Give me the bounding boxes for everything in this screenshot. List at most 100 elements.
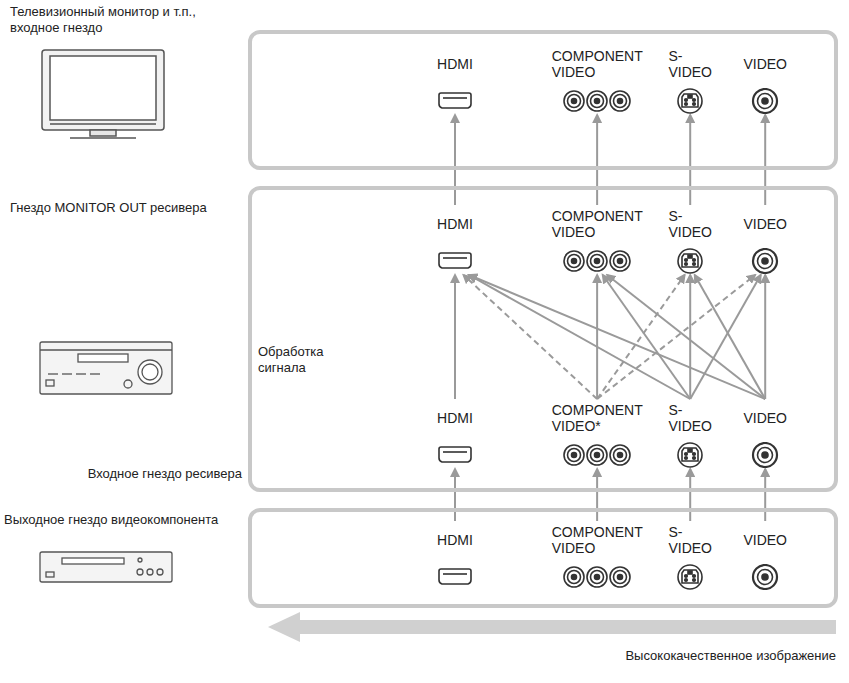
jack-label: S-VIDEO xyxy=(668,524,712,556)
jack-label: VIDEO xyxy=(743,410,787,426)
jack-group: COMPONENT VIDEO xyxy=(548,46,647,114)
jack-label: VIDEO xyxy=(743,216,787,232)
s-video-jack xyxy=(675,564,705,590)
panel-caption: Телевизионный монитор и т.п., входное гн… xyxy=(10,4,225,37)
panel-caption: Обработка сигнала xyxy=(258,344,358,377)
video-jack xyxy=(751,564,779,590)
component-jacks xyxy=(562,88,632,114)
jack-label: HDMI xyxy=(437,532,473,548)
signal-arrow xyxy=(689,275,691,399)
video-jack xyxy=(751,88,779,114)
hdmi-jack xyxy=(435,442,475,468)
jack-group: VIDEO xyxy=(739,46,791,114)
jack-group: VIDEO xyxy=(739,522,791,590)
jack-label-box: S-VIDEO xyxy=(668,400,712,436)
jack-group: COMPONENT VIDEO xyxy=(548,206,647,274)
quality-label: Высококачественное изображение xyxy=(540,648,836,664)
jack-label: S-VIDEO xyxy=(668,402,712,434)
signal-arrow xyxy=(469,275,690,399)
signal-arrow xyxy=(469,275,765,399)
component-jacks xyxy=(562,248,632,274)
signal-arrow xyxy=(464,275,598,399)
jack-label-box: HDMI xyxy=(435,522,475,558)
jack-group: S-VIDEO xyxy=(664,206,716,274)
jack-label: S-VIDEO xyxy=(668,48,712,80)
jack-label-box: COMPONENT VIDEO* xyxy=(552,400,643,436)
jack-label-box: HDMI xyxy=(435,400,475,436)
jack-label-box: VIDEO xyxy=(743,400,787,436)
jack-label: VIDEO xyxy=(743,532,787,548)
jack-label-box: VIDEO xyxy=(743,46,787,82)
jack-group: HDMI xyxy=(431,206,479,274)
jack-label-box: HDMI xyxy=(435,46,475,82)
jack-label: HDMI xyxy=(437,216,473,232)
signal-arrow xyxy=(695,275,766,399)
component-jacks xyxy=(562,442,632,468)
jack-group: VIDEO xyxy=(739,206,791,274)
signal-arrow xyxy=(597,275,755,399)
video-jack xyxy=(751,248,779,274)
signal-arrow xyxy=(764,115,766,205)
panel-caption: Гнездо MONITOR OUT ресивера xyxy=(10,200,242,216)
hdmi-jack xyxy=(435,88,475,114)
hdmi-jack xyxy=(435,248,475,274)
jack-label-box: S-VIDEO xyxy=(668,522,712,558)
panel-caption: Входное гнездо ресивера xyxy=(14,466,242,482)
player-illustration xyxy=(40,552,172,582)
panel-caption: Выходное гнездо видеокомпонента xyxy=(4,512,244,528)
signal-arrow xyxy=(596,469,598,521)
component-jacks xyxy=(562,564,632,590)
jack-label: COMPONENT VIDEO* xyxy=(552,402,643,434)
receiver-illustration xyxy=(40,342,172,394)
jack-group: HDMI xyxy=(431,522,479,590)
jack-group: COMPONENT VIDEO* xyxy=(548,400,647,468)
signal-arrow xyxy=(596,115,598,205)
signal-arrow xyxy=(597,275,684,399)
hdmi-jack xyxy=(435,564,475,590)
jack-group: COMPONENT VIDEO xyxy=(548,522,647,590)
s-video-jack xyxy=(675,248,705,274)
jack-group: VIDEO xyxy=(739,400,791,468)
tv-illustration xyxy=(42,50,164,138)
jack-label: COMPONENT VIDEO xyxy=(552,208,643,240)
jack-label-box: VIDEO xyxy=(743,522,787,558)
signal-arrow xyxy=(690,275,761,399)
jack-label: HDMI xyxy=(437,410,473,426)
jack-label: HDMI xyxy=(437,56,473,72)
video-jack xyxy=(751,442,779,468)
jack-label-box: COMPONENT VIDEO xyxy=(552,522,643,558)
jack-label-box: VIDEO xyxy=(743,206,787,242)
jack-label: S-VIDEO xyxy=(668,208,712,240)
signal-arrow xyxy=(454,469,456,521)
jack-label-box: HDMI xyxy=(435,206,475,242)
signal-arrow xyxy=(607,275,765,399)
signal-arrow xyxy=(764,469,766,521)
jack-label-box: COMPONENT VIDEO xyxy=(552,46,643,82)
signal-arrow xyxy=(454,115,456,205)
jack-label-box: S-VIDEO xyxy=(668,206,712,242)
jack-group: S-VIDEO xyxy=(664,46,716,114)
signal-arrow xyxy=(596,275,598,399)
jack-label-box: COMPONENT VIDEO xyxy=(552,206,643,242)
jack-label-box: S-VIDEO xyxy=(668,46,712,82)
signal-arrow xyxy=(689,469,691,521)
jack-group: S-VIDEO xyxy=(664,522,716,590)
jack-group: HDMI xyxy=(431,400,479,468)
jack-label: COMPONENT VIDEO xyxy=(552,48,643,80)
jack-panel: Гнездо MONITOR OUT ресивераОбработка сиг… xyxy=(248,186,838,492)
jack-label: COMPONENT VIDEO xyxy=(552,524,643,556)
jack-panel: Телевизионный монитор и т.п., входное гн… xyxy=(248,30,838,170)
signal-arrow xyxy=(689,115,691,205)
jack-group: HDMI xyxy=(431,46,479,114)
quality-arrow xyxy=(268,612,836,642)
signal-arrow xyxy=(764,275,766,399)
jack-panel: Выходное гнездо видеокомпонентаHDMICOMPO… xyxy=(248,508,838,608)
jack-label: VIDEO xyxy=(743,56,787,72)
s-video-jack xyxy=(675,442,705,468)
s-video-jack xyxy=(675,88,705,114)
signal-arrow xyxy=(454,275,456,399)
jack-group: S-VIDEO xyxy=(664,400,716,468)
